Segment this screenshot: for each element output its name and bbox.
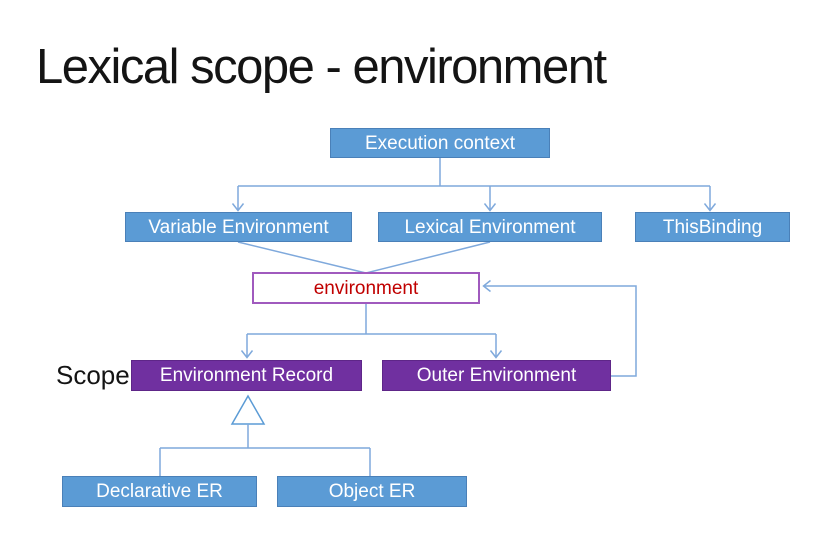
node-this-binding: ThisBinding (635, 212, 790, 242)
node-execution-context: Execution context (330, 128, 550, 158)
edge-outer-to-environment (484, 285, 637, 377)
node-environment-record: Environment Record (131, 360, 362, 391)
node-object-er: Object ER (277, 476, 467, 507)
arrowhead-down-icon (489, 350, 503, 359)
arrowhead-down-icon (240, 350, 254, 359)
scope-label: Scope (56, 360, 130, 390)
node-outer-environment: Outer Environment (382, 360, 611, 391)
edge-lexenv-to-environment (361, 241, 491, 275)
arrowhead-down-icon (231, 203, 245, 212)
inheritance-triangle-icon (230, 394, 266, 425)
arrowhead-left-icon (482, 279, 491, 293)
slide-title: Lexical scope - environment (36, 39, 607, 94)
edge-varenv-to-environment (237, 241, 371, 275)
node-environment: environment (252, 272, 480, 304)
arrowhead-down-icon (483, 203, 497, 212)
node-declarative-er: Declarative ER (62, 476, 257, 507)
node-lexical-environment: Lexical Environment (378, 212, 602, 242)
arrowhead-down-icon (703, 203, 717, 212)
node-variable-environment: Variable Environment (125, 212, 352, 242)
